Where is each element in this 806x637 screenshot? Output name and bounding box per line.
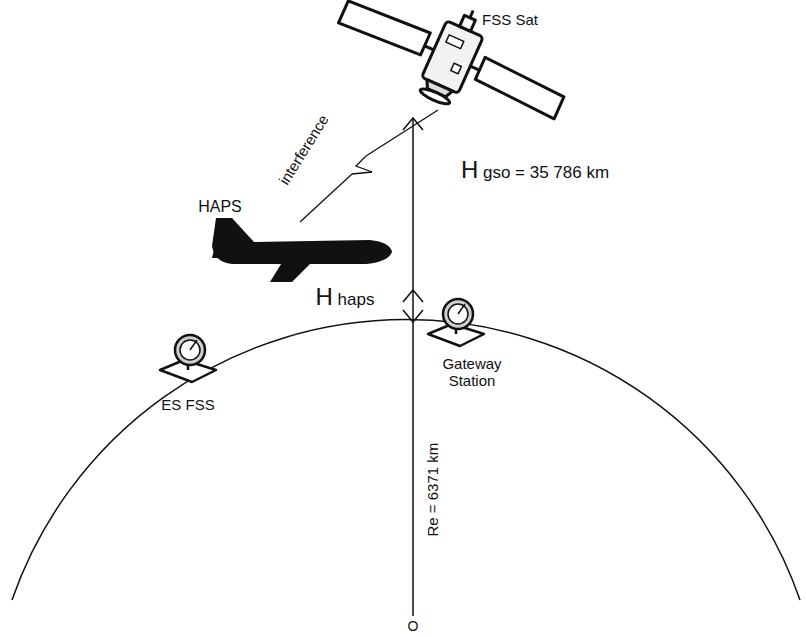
station-label: Gateway Station xyxy=(429,355,515,390)
altitude-line xyxy=(412,118,414,616)
satellite-icon xyxy=(325,0,580,148)
dimension-label: H haps xyxy=(316,283,375,311)
dish-icon xyxy=(428,299,484,346)
arrow-head xyxy=(403,118,423,130)
arrow-head xyxy=(403,290,423,302)
station-label: ES FSS xyxy=(161,396,214,413)
aircraft-label: HAPS xyxy=(198,198,242,216)
satellite-label: FSS Sat xyxy=(482,11,538,28)
dimension-label: Re = 6371 km xyxy=(424,443,441,537)
earth-arc xyxy=(12,320,800,600)
aircraft-icon xyxy=(212,218,392,282)
interference-label: interference xyxy=(276,112,333,188)
dimension-label: H gso = 35 786 km xyxy=(461,156,609,184)
dish-icon xyxy=(160,335,216,382)
arrow-head xyxy=(403,310,423,322)
center-label: O xyxy=(408,618,419,634)
